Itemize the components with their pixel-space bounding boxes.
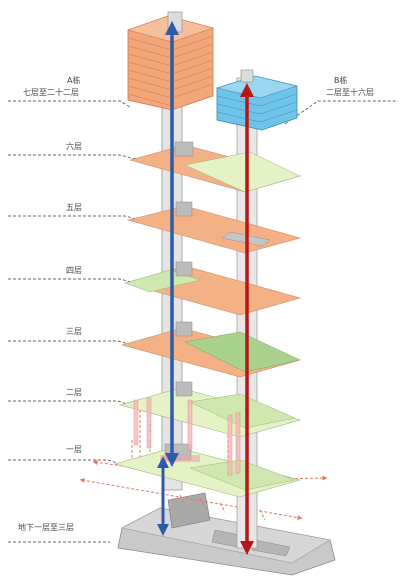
tower-b-name: B栋 xyxy=(334,76,348,85)
floor-label-1: 一层 xyxy=(66,445,82,454)
tower-a-floors: 七层至二十二层 xyxy=(23,88,79,97)
floor-label-2: 二层 xyxy=(66,388,82,397)
tower-a-name: A栋 xyxy=(67,76,81,85)
pink-column-markers xyxy=(133,397,241,476)
tower-b-block xyxy=(215,69,299,131)
floor-label-5: 五层 xyxy=(66,203,82,212)
floor-label-basement: 地下一层至三层 xyxy=(18,523,74,532)
floor-plate-4 xyxy=(123,261,302,316)
floor-label-4: 四层 xyxy=(66,266,82,275)
floor-label-3: 三层 xyxy=(66,327,82,336)
tower-b-floors: 二层至十六层 xyxy=(326,88,374,97)
floor-label-6: 六层 xyxy=(66,142,82,151)
floor-plate-5 xyxy=(126,201,302,254)
floor-plate-1 xyxy=(113,443,302,498)
vertical-arrows xyxy=(157,20,254,555)
floor-plate-6 xyxy=(128,141,302,193)
floor-plate-3 xyxy=(120,321,302,378)
